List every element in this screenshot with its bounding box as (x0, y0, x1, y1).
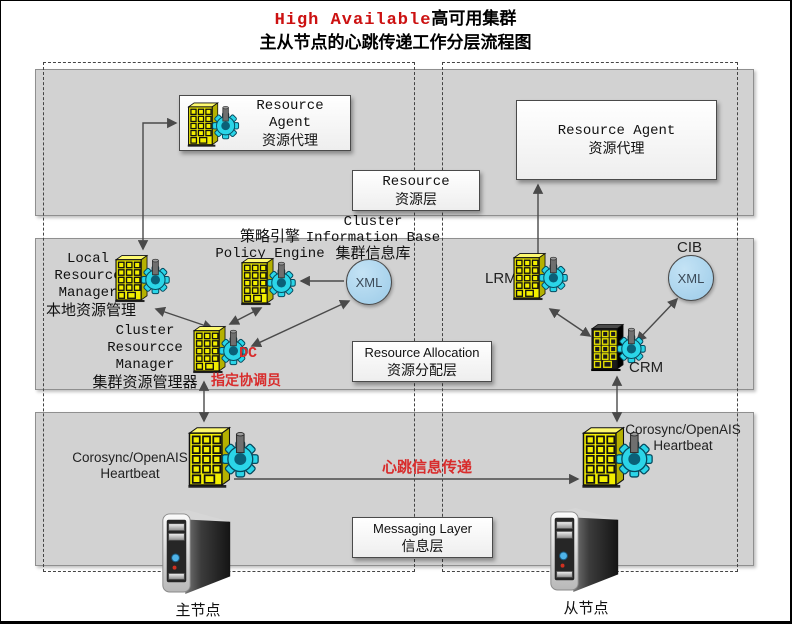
lrm-slave-label: LRM (485, 270, 517, 287)
lrm-line3: Manager (58, 285, 118, 301)
title-subtitle: 主从节点的心跳传递工作分层流程图 (259, 33, 532, 52)
crm-line2: Resourcce (107, 340, 183, 356)
title-english: High Available (274, 11, 432, 30)
cib-line3: 集群信息库 (335, 245, 411, 262)
building-gear-icon (577, 421, 657, 495)
corosync-line1: Corosync/OpenAIS (72, 450, 188, 465)
lrm-line1: Local (66, 251, 109, 267)
layer-allocation-en: Resource Allocation (364, 345, 480, 360)
layer-messaging-en: Messaging Layer (373, 521, 472, 536)
title-line1: High Available高可用集群 (1, 8, 790, 32)
crm-slave-label: CRM (629, 359, 664, 376)
resource-agent-label-zh: 资源代理 (588, 140, 645, 156)
slave-node-label: 从节点 (563, 600, 609, 617)
title-chinese: 高可用集群 (431, 9, 517, 28)
crm-line3: Manager (115, 357, 175, 373)
resource-agent-box-slave: Resource Agent 资源代理 (516, 100, 717, 180)
diagram-title: High Available高可用集群 主从节点的心跳传递工作分层流程图 (1, 8, 790, 54)
resource-agent-label-en: Resource Agent (557, 123, 676, 139)
building-gear-icon (183, 421, 263, 495)
building-gear-icon (189, 321, 251, 379)
cib-line1: Cluster (343, 214, 403, 230)
xml-text: XML (677, 270, 705, 286)
layer-allocation-zh: 资源分配层 (387, 362, 457, 378)
corosync-line1: Corosync/OpenAIS (625, 422, 741, 437)
layer-label-resource: Resource 资源层 (352, 170, 480, 211)
resource-agent-label-en: Resource Agent (256, 97, 324, 131)
layer-resource-en: Resource (382, 173, 450, 190)
server-tower-icon (544, 504, 626, 596)
building-dark-gear-icon (587, 319, 649, 377)
resource-agent-box-master: Resource Agent 资源代理 (179, 95, 351, 151)
pe-label-zh: 策略引擎 (239, 228, 300, 245)
corosync-master-labels: Corosync/OpenAIS Heartbeat (69, 450, 191, 482)
resource-agent-label-zh: 资源代理 (262, 131, 318, 148)
building-gear-icon (509, 249, 571, 305)
heartbeat-flow-label: 心跳信息传递 (381, 459, 472, 476)
xml-circle: XML (668, 255, 714, 301)
building-gear-icon (111, 251, 173, 307)
layer-label-messaging: Messaging Layer 信息层 (352, 517, 493, 558)
cib-line2: Information Base (305, 230, 441, 246)
corosync-line2: Heartbeat (100, 466, 160, 481)
building-gear-icon (182, 99, 244, 151)
layer-resource-zh: 资源层 (395, 190, 437, 207)
pe-label-en: Policy Engine (215, 246, 325, 262)
cib-master-labels: Cluster Information Base 集群信息库 (299, 214, 447, 262)
master-node-label: 主节点 (175, 602, 221, 619)
corosync-line2: Heartbeat (653, 438, 713, 453)
server-tower-icon (156, 506, 238, 598)
crm-line1: Cluster (115, 323, 175, 339)
corosync-slave-labels: Corosync/OpenAIS Heartbeat (621, 422, 745, 454)
layer-messaging-zh: 信息层 (401, 538, 444, 554)
layer-label-allocation: Resource Allocation 资源分配层 (352, 341, 492, 382)
lrm-line2: Resource (54, 268, 122, 284)
lrm-master-labels: Local Resource Manager 本地资源管理 (35, 251, 141, 320)
xml-circle: XML (346, 259, 392, 305)
policy-engine-labels: 策略引擎 Policy Engine (206, 228, 334, 263)
cib-slave-label: CIB (677, 239, 703, 256)
dc-label-zh: 指定协调员 (211, 372, 281, 388)
crm-master-labels: Cluster Resourcce Manager 集群资源管理器 (81, 323, 209, 392)
building-gear-icon (237, 254, 299, 310)
crm-line-zh: 集群资源管理器 (92, 374, 198, 391)
lrm-line-zh: 本地资源管理 (45, 302, 136, 319)
dc-label: DC (239, 345, 258, 362)
xml-text: XML (355, 274, 383, 290)
